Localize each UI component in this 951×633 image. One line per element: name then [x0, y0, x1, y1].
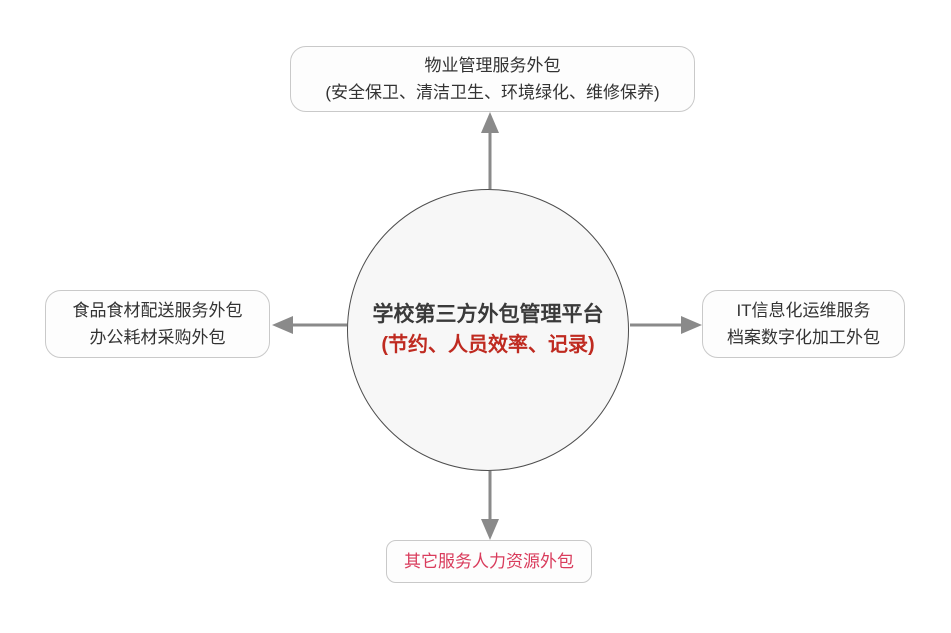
node-it-services: IT信息化运维服务 档案数字化加工外包	[702, 290, 905, 358]
arrow-left	[272, 316, 347, 334]
center-title: 学校第三方外包管理平台	[372, 303, 604, 326]
node-food-supplies: 食品食材配送服务外包 办公耗材采购外包	[45, 290, 270, 358]
node-right-line1: IT信息化运维服务	[736, 301, 871, 320]
node-top-line1: 物业管理服务外包	[424, 56, 561, 75]
arrow-right	[630, 316, 702, 334]
arrow-top	[481, 112, 499, 189]
node-right-line2: 档案数字化加工外包	[727, 328, 880, 347]
node-left-line2: 办公耗材采购外包	[89, 328, 226, 347]
center-subtitle: (节约、人员效率、记录)	[381, 334, 595, 356]
node-left-line1: 食品食材配送服务外包	[72, 301, 243, 320]
arrow-bottom	[481, 471, 499, 540]
node-other-hr-services: 其它服务人力资源外包	[386, 540, 592, 583]
center-platform-circle: 学校第三方外包管理平台 (节约、人员效率、记录)	[347, 189, 629, 471]
node-property-management: 物业管理服务外包 (安全保卫、清洁卫生、环境绿化、维修保养)	[290, 46, 695, 112]
node-top-line2: (安全保卫、清洁卫生、环境绿化、维修保养)	[325, 83, 660, 102]
node-bottom-line1: 其它服务人力资源外包	[404, 552, 574, 571]
